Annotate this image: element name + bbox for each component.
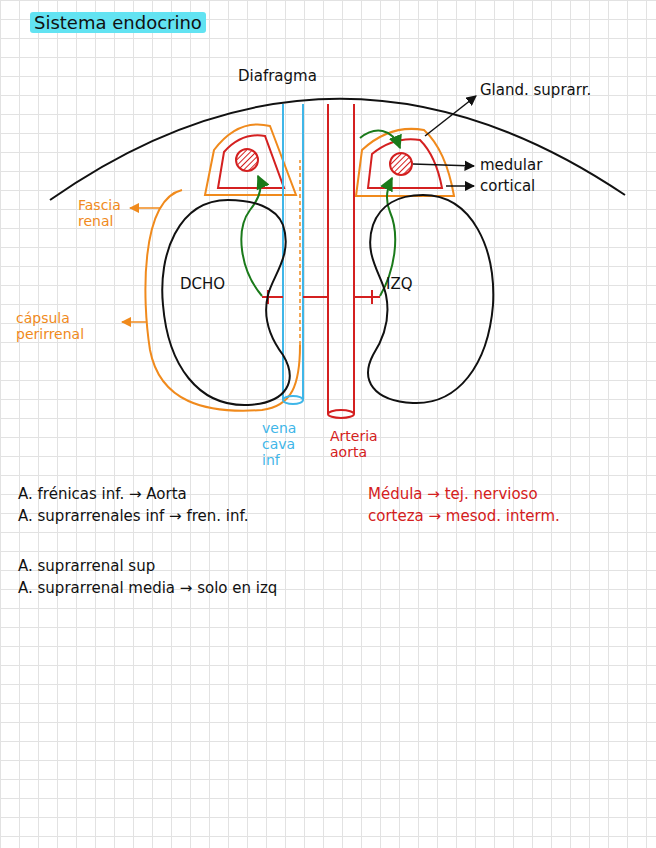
aorta xyxy=(353,104,355,414)
leader-line xyxy=(122,321,147,323)
adrenal-fascia xyxy=(356,129,454,196)
note-label: Gland. suprarr. xyxy=(480,82,591,99)
adrenal-medulla xyxy=(236,149,258,171)
kidney-outline xyxy=(158,195,303,410)
leader-line xyxy=(413,164,474,166)
kidney: IZQ xyxy=(338,190,498,412)
note-label: Fascia renal xyxy=(78,197,130,229)
note-label: A. suprarrenal media → solo en izq xyxy=(18,580,277,597)
vena-cava xyxy=(302,104,304,400)
adrenal-artery xyxy=(360,131,400,148)
aorta xyxy=(327,104,329,414)
note-label: Arteria aorta xyxy=(330,428,400,460)
note-label: Médula → tej. nervioso xyxy=(368,486,538,503)
diaphragm-arc xyxy=(50,99,625,200)
page-title: Sistema endocrino xyxy=(30,12,206,33)
aorta xyxy=(328,410,354,418)
adrenal-medulla xyxy=(390,153,412,175)
note-label: cortical xyxy=(480,178,535,195)
renal-vessel xyxy=(354,296,380,298)
note-label: medular xyxy=(480,157,542,174)
renal-fascia xyxy=(299,160,301,345)
note-label: vena cava inf xyxy=(262,420,314,468)
kidney-outline xyxy=(368,195,493,403)
kidney: DCHO xyxy=(158,195,303,410)
vena-cava xyxy=(283,396,303,404)
renal-vessel xyxy=(262,296,283,298)
kidney-outline xyxy=(338,190,498,412)
adrenal-gland xyxy=(218,135,284,188)
adrenal-artery xyxy=(241,176,262,296)
leader-line xyxy=(446,185,474,187)
renal-vessel xyxy=(371,290,373,304)
leader-line xyxy=(425,96,476,136)
note-label: A. suprarrenal sup xyxy=(18,558,155,575)
note-label: A. frénicas inf. → Aorta xyxy=(18,486,187,503)
adrenal-gland xyxy=(368,139,442,188)
note-label: Diafragma xyxy=(238,68,317,85)
note-label: A. suprarrenales inf → fren. inf. xyxy=(18,508,248,525)
note-label: cápsula perirrenal xyxy=(16,310,120,342)
renal-vessel xyxy=(303,296,328,298)
kidney-label: DCHO xyxy=(180,275,225,293)
kidney-outline xyxy=(162,200,289,405)
kidney-label: IZQ xyxy=(386,275,413,293)
renal-fascia xyxy=(145,190,300,411)
note-label: corteza → mesod. interm. xyxy=(368,508,560,525)
leader-line xyxy=(130,207,160,209)
